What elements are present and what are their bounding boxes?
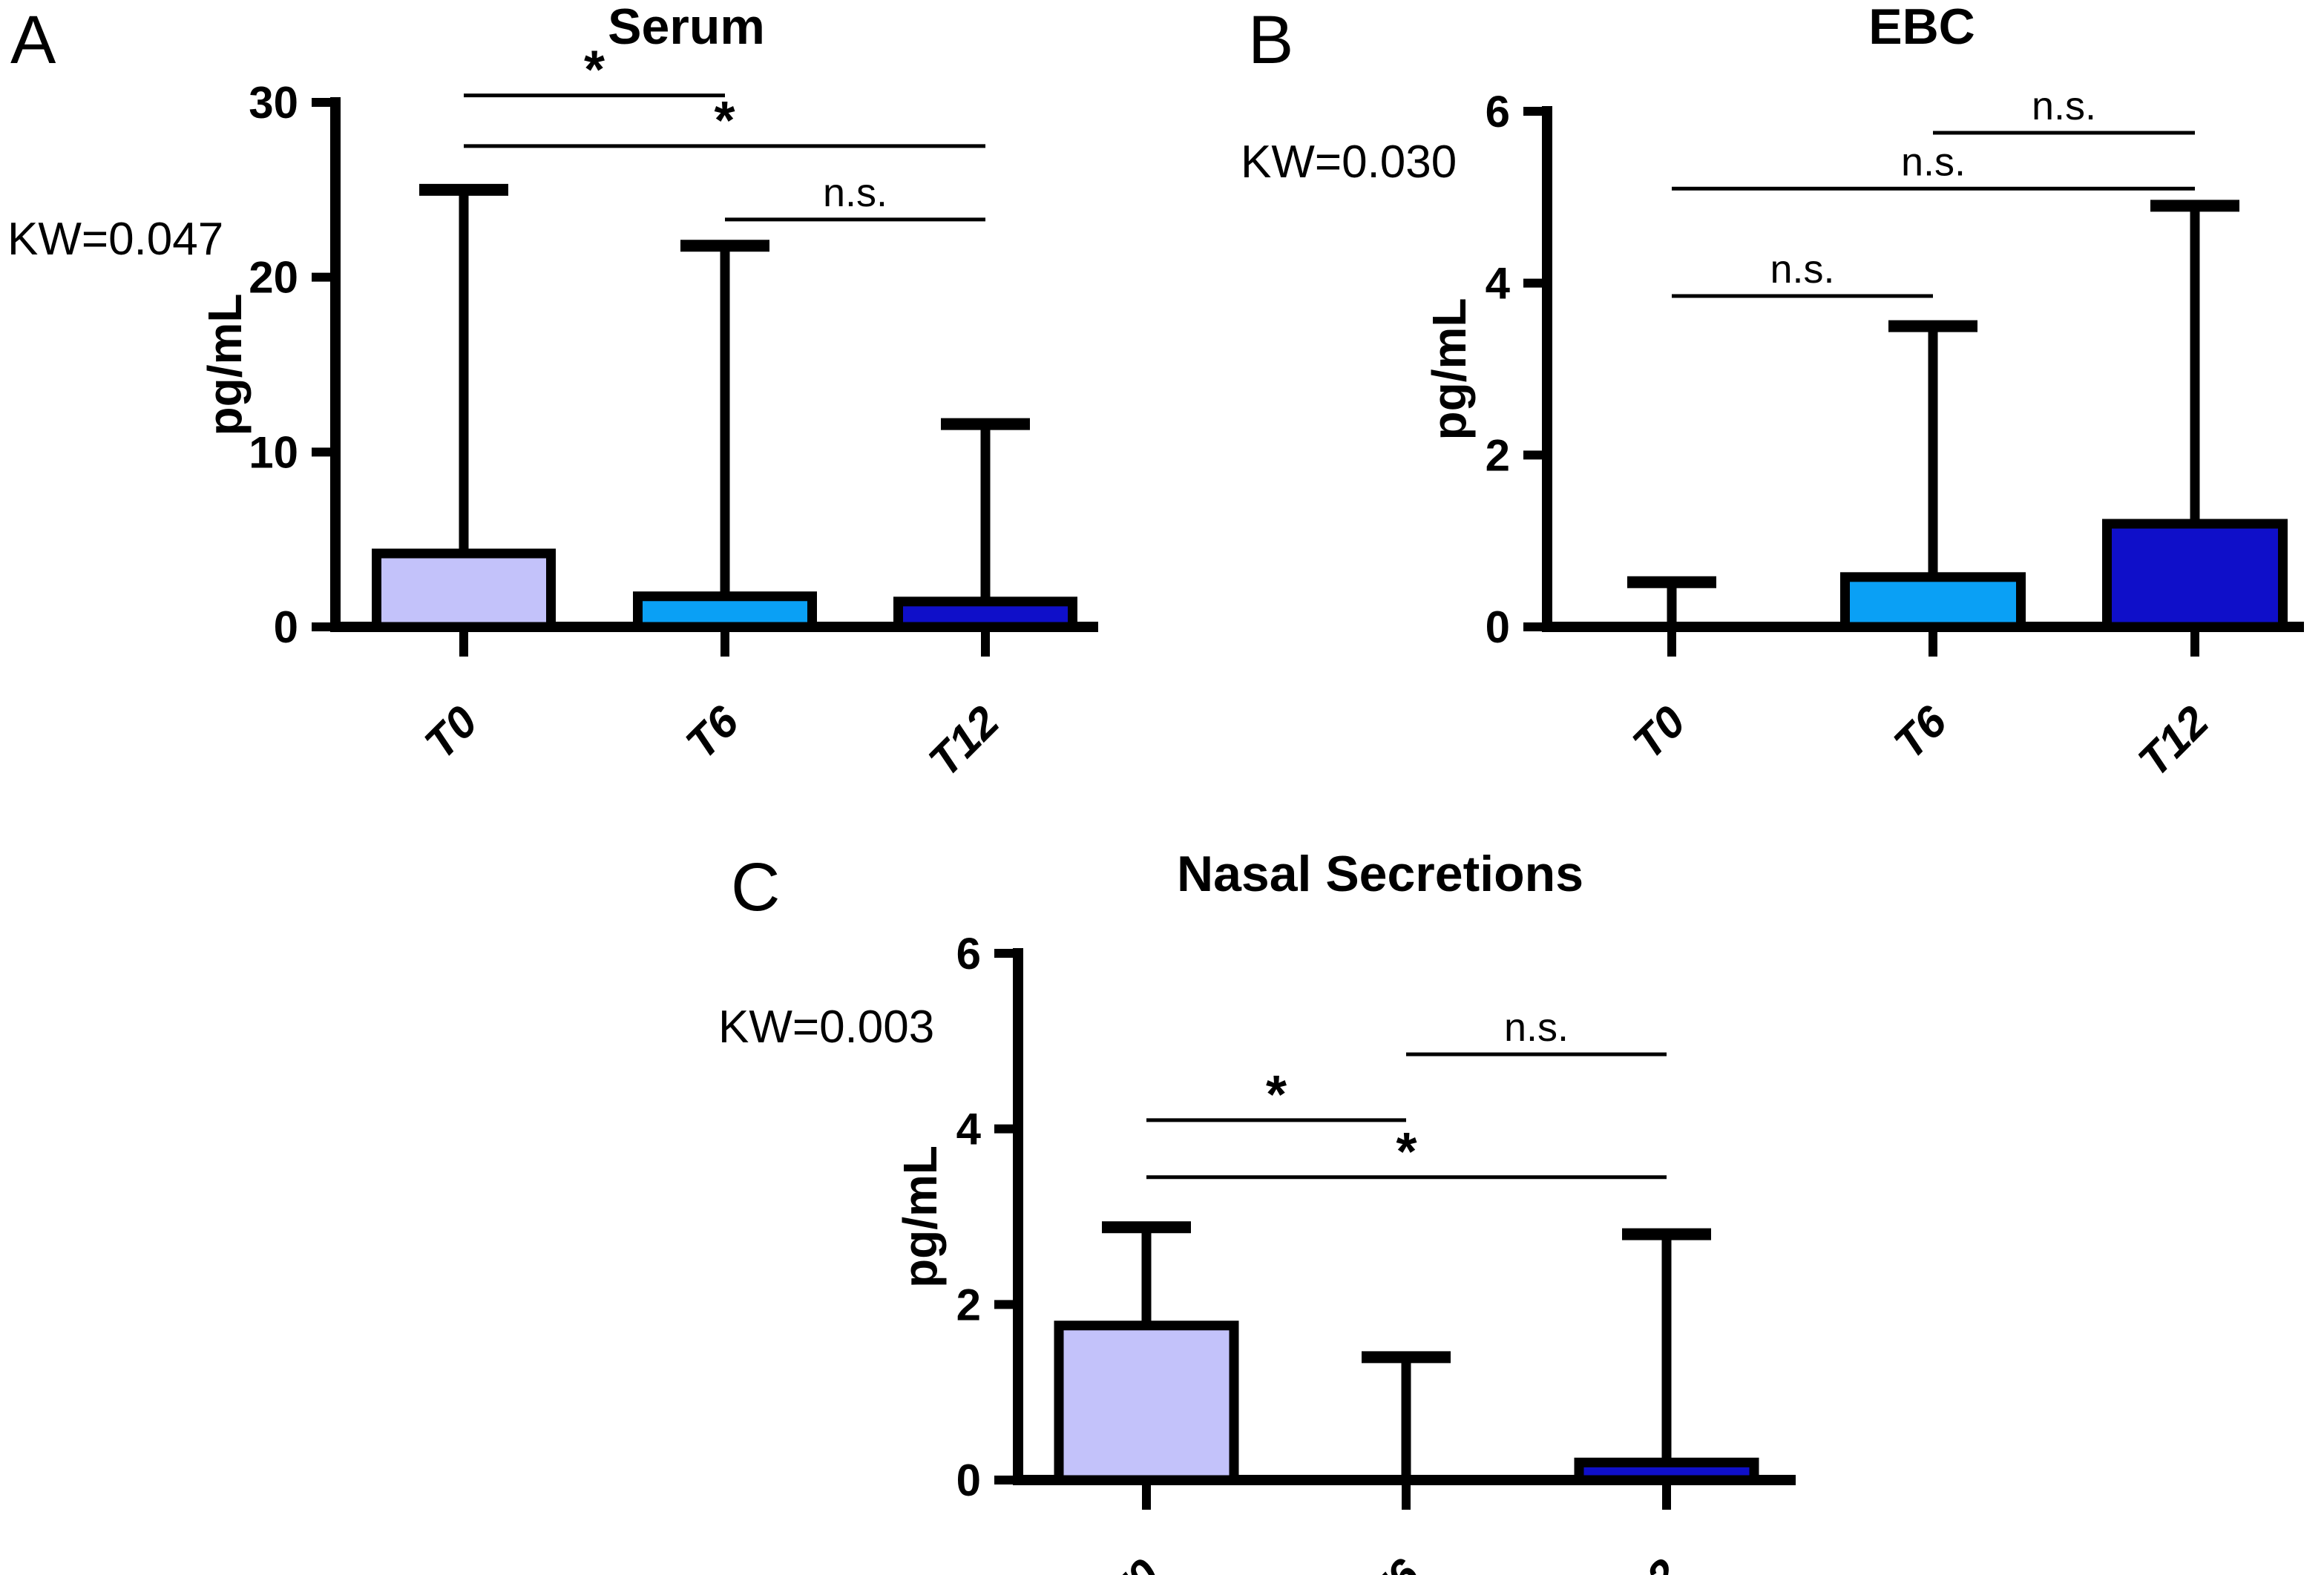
panel-a-sig-label-T0-T12: * [714,91,735,151]
panel-b-bar-T6 [1840,572,2026,632]
panel-a-kw-statistic: KW=0.047 [7,214,224,265]
panel-a-y-tick-label-10: 10 [249,427,298,477]
panel-b-x-label-T0: T0 [1623,697,1695,769]
panel-c-y-tick-label-0: 0 [956,1456,981,1505]
panel-a-sig-label-T6-T12: n.s. [823,171,887,215]
panel-b-x-label-T12: T12 [2129,697,2218,786]
panel-c-x-label-T12: T12 [1601,1550,1690,1575]
panel-b-x-label-T6: T6 [1884,696,1956,768]
panel-a-sig-label-T0-T6: * [584,41,605,100]
panel-c-y-tick-label-2: 2 [956,1280,981,1329]
panel-a-y-axis-title: pg/mL [198,294,252,436]
panel-c-letter: C [731,849,781,925]
panel-a-x-label-T12: T12 [919,697,1008,786]
panel-a-plot: 0 10 20 30 pg/mL T0 T6 T12 * * n.s. [198,41,1098,786]
panel-b-y-tick-label-0: 0 [1486,602,1510,652]
panel-b-bar-T12 [2102,519,2288,632]
panel-c-title: Nasal Secretions [1176,846,1584,902]
panel-c-y-axis-title: pg/mL [893,1145,947,1288]
panel-c-kw-statistic: KW=0.003 [718,1002,935,1053]
panel-c-bar-T0 [1054,1321,1239,1485]
panel-b-title: EBC [1868,0,1975,55]
panel-a-bar-T12 [893,596,1077,632]
panel-a-x-label-T6: T6 [676,696,748,768]
panel-a-letter: A [10,2,56,78]
panel-c-sig-label-T0-T6: * [1266,1065,1287,1125]
panel-b-y-tick-label-6: 6 [1486,87,1510,137]
panel-c-y-tick-label-4: 4 [956,1105,982,1154]
panel-c-sig-label-T0-T12: * [1396,1122,1417,1182]
panel-b-sig-label-T0-T12: n.s. [1901,139,1966,184]
panel-c-x-label-T0: T0 [1097,1550,1169,1575]
panel-a-y-tick-label-0: 0 [274,602,298,652]
panel-b-sig-label-T6-T12: n.s. [2032,84,2096,128]
panel-b-plot: 0 2 4 6 pg/mL T0 T6 T12 n.s. n.s. n.s. [1422,84,2304,786]
panel-b-y-tick-label-4: 4 [1486,259,1511,309]
panel-c-y-tick-label-6: 6 [956,929,981,979]
panel-c-bar-T12 [1574,1457,1759,1485]
panel-b-sig-label-T0-T6: n.s. [1770,247,1834,292]
panel-c-x-label-T6: T6 [1357,1549,1429,1575]
panel-a-bar-T6 [633,591,817,632]
panel-c-sig-label-T6-T12: n.s. [1504,1005,1569,1050]
panel-a-bar-T0 [372,548,556,632]
panel-b-letter: B [1248,2,1294,78]
panel-b-y-tick-label-2: 2 [1486,430,1510,480]
panel-a-title: Serum [608,0,765,55]
panel-a-y-tick-label-20: 20 [249,253,298,303]
panel-c-plot: 0 2 4 6 pg/mL T0 T6 T12 * * n.s. [893,929,1796,1575]
panel-b-y-axis-title: pg/mL [1422,298,1476,441]
panel-a-x-label-T0: T0 [415,697,487,769]
panel-b-kw-statistic: KW=0.030 [1241,137,1457,188]
panel-a-y-tick-label-30: 30 [249,78,298,128]
